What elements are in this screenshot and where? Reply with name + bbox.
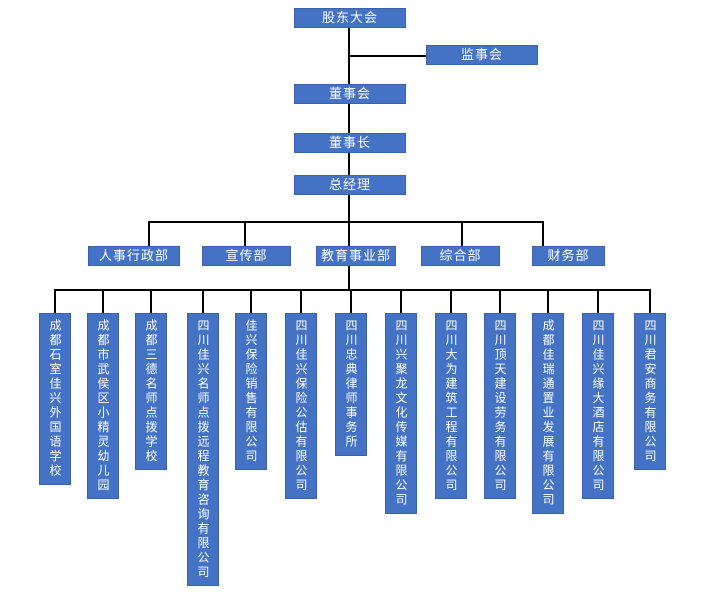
node-subsidiary-12: 四川佳兴缘大酒店有限公司 bbox=[582, 313, 614, 499]
connector-sub-stub-7 bbox=[350, 289, 352, 313]
connector-sub-stub-13 bbox=[649, 289, 651, 313]
connector-sub-stub-4 bbox=[202, 289, 204, 313]
connector-sub-stub-10 bbox=[499, 289, 501, 313]
connector-dept-stub-publicity bbox=[244, 221, 246, 246]
node-subsidiary-3: 成都三德名师点拨学校 bbox=[135, 313, 167, 470]
connector-education-to-subsidiaries bbox=[348, 266, 350, 291]
node-subsidiary-6: 四川佳兴保险公估有限公司 bbox=[285, 313, 317, 499]
node-shareholders-meeting: 股东大会 bbox=[294, 8, 406, 28]
connector-sub-stub-9 bbox=[450, 289, 452, 313]
node-subsidiary-2: 成都市武侯区小精灵幼儿园 bbox=[87, 313, 119, 499]
node-subsidiary-10: 四川顶天建设劳务有限公司 bbox=[484, 313, 516, 499]
node-dept-education: 教育事业部 bbox=[316, 246, 396, 266]
node-dept-publicity: 宣传部 bbox=[202, 246, 291, 266]
node-subsidiary-4: 四川佳兴名师点拨远程教育咨询有限公司 bbox=[187, 313, 219, 586]
connector-sub-stub-1 bbox=[54, 289, 56, 313]
node-subsidiary-7: 四川忠典律师事务所 bbox=[335, 313, 367, 456]
node-dept-hr-admin: 人事行政部 bbox=[88, 246, 180, 266]
connector-sub-stub-11 bbox=[547, 289, 549, 313]
node-subsidiary-9: 四川大为建筑工程有限公司 bbox=[435, 313, 467, 499]
connector-sub-stub-5 bbox=[250, 289, 252, 313]
connector-sub-stub-6 bbox=[300, 289, 302, 313]
connector-dept-stub-general bbox=[461, 221, 463, 246]
connector-dept-stub-hr bbox=[148, 221, 150, 246]
node-dept-general-affairs: 综合部 bbox=[421, 246, 500, 266]
node-supervisory-board: 监事会 bbox=[426, 45, 538, 65]
connector-dept-stub-finance bbox=[542, 221, 544, 246]
node-board-of-directors: 董事会 bbox=[294, 84, 406, 104]
node-subsidiary-8: 四川兴聚龙文化传媒有限公司 bbox=[385, 313, 417, 514]
connector-sub-stub-2 bbox=[102, 289, 104, 313]
node-subsidiary-1: 成都石室佳兴外国语学校 bbox=[39, 313, 71, 485]
connector-departments-horizontal bbox=[148, 221, 544, 223]
connector-sub-stub-3 bbox=[150, 289, 152, 313]
node-general-manager: 总经理 bbox=[294, 175, 406, 195]
connector-sub-stub-12 bbox=[597, 289, 599, 313]
connector-subsidiaries-horizontal bbox=[54, 289, 651, 291]
node-subsidiary-11: 成都佳瑞通置业发展有限公司 bbox=[532, 313, 564, 514]
connector-supervisory-board bbox=[349, 55, 426, 57]
node-dept-finance: 财务部 bbox=[532, 246, 605, 266]
node-subsidiary-5: 佳兴保险销售有限公司 bbox=[235, 313, 267, 470]
connector-sub-stub-8 bbox=[400, 289, 402, 313]
node-chairman: 董事长 bbox=[294, 133, 406, 153]
node-subsidiary-13: 四川君安商务有限公司 bbox=[634, 313, 666, 470]
